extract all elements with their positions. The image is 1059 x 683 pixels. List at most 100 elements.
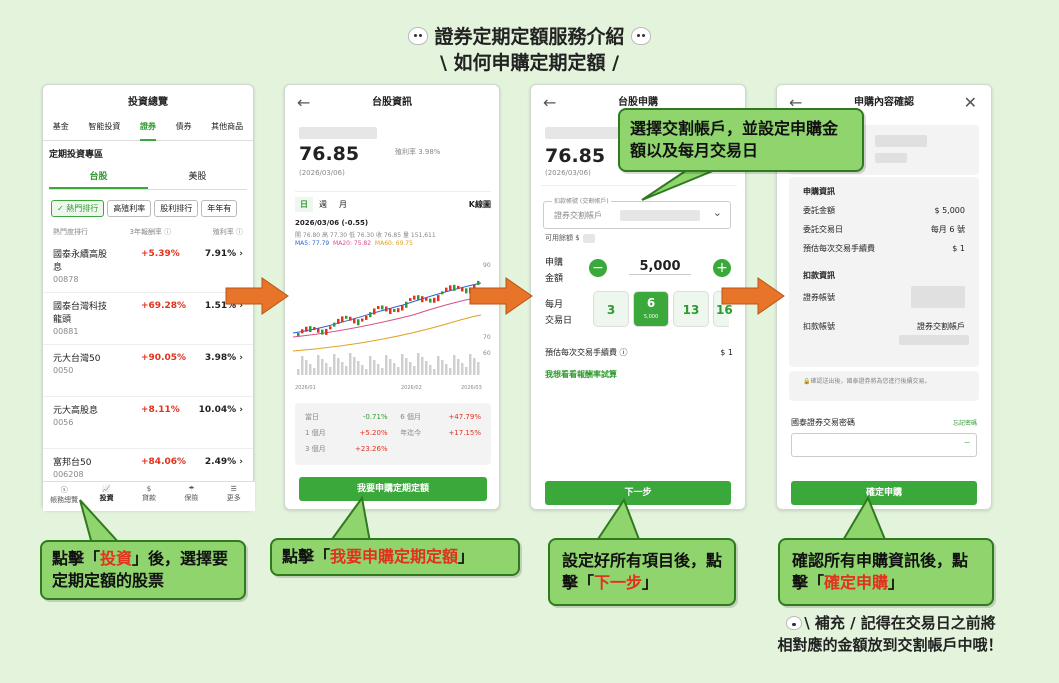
- close-icon[interactable]: ✕: [963, 93, 977, 112]
- volume-bar: [361, 365, 364, 375]
- subscribe-button[interactable]: 我要申購定期定額: [299, 477, 487, 501]
- detail-value: $ 1: [952, 244, 965, 253]
- perf-label: 3 個月: [305, 445, 326, 453]
- day-label-1: 每月: [545, 300, 564, 310]
- market-tabs: 台股 美股: [49, 164, 247, 190]
- period-day[interactable]: 日: [295, 197, 313, 212]
- screen-header: 投資總覽: [128, 97, 168, 108]
- volume-bar: [389, 359, 392, 375]
- volume-bar: [433, 369, 436, 375]
- stock-code: 0056: [53, 418, 74, 427]
- volume-bar: [345, 366, 348, 375]
- candle: [305, 326, 308, 332]
- tab-securities[interactable]: 證券: [139, 121, 156, 141]
- volume-bar: [477, 362, 480, 375]
- nav-more[interactable]: ☰更多: [216, 485, 252, 511]
- plus-button[interactable]: +: [713, 259, 731, 277]
- filter-dividend[interactable]: 股利排行: [154, 200, 199, 217]
- eye-closed-icon[interactable]: ⌣: [964, 438, 970, 448]
- nav-loan[interactable]: $貸款: [131, 485, 167, 511]
- candle: [453, 284, 456, 291]
- nav-invest[interactable]: 📈投資: [89, 485, 125, 511]
- password-input[interactable]: ⌣: [791, 433, 977, 457]
- kline-toggle[interactable]: K線圖: [468, 200, 491, 209]
- filter-yearly[interactable]: 年年有: [201, 200, 238, 217]
- deduct-account-placeholder: [899, 335, 969, 345]
- ma5: MA5: 77.79: [295, 240, 330, 247]
- nav-label: 帳務總覽: [50, 496, 79, 504]
- tab-smart[interactable]: 智能投資: [88, 122, 121, 131]
- volume-bar: [317, 355, 320, 375]
- volume-bar: [465, 367, 468, 375]
- back-arrow-icon[interactable]: ←: [297, 93, 311, 112]
- day-label-2: 交易日: [545, 316, 573, 326]
- filter-yield[interactable]: 高殖利率: [107, 200, 152, 217]
- forgot-password-link[interactable]: 忘記密碼: [952, 420, 977, 427]
- y-tick: 70: [483, 334, 491, 341]
- candle: [373, 308, 376, 315]
- callout-highlight: 下一步: [594, 573, 643, 592]
- arrow-right-icon: [721, 277, 785, 315]
- confirm-button[interactable]: 確定申購: [791, 481, 977, 505]
- volume-bar: [321, 359, 324, 375]
- day-option[interactable]: 16: [713, 291, 733, 327]
- amount-input[interactable]: 5,000: [629, 259, 691, 275]
- callout-highlight: 確定申購: [824, 573, 889, 592]
- candle: [473, 284, 476, 288]
- period-month[interactable]: 月: [339, 200, 347, 209]
- stock-name-placeholder: [545, 127, 627, 139]
- volume-bar: [457, 359, 460, 375]
- stock-code-placeholder: [875, 153, 907, 163]
- back-arrow-icon[interactable]: ←: [789, 93, 803, 112]
- section-title: 定期投資專區: [49, 150, 104, 160]
- perf-value: -0.71%: [362, 413, 388, 421]
- day-option[interactable]: 3: [593, 291, 629, 327]
- volume-bar: [473, 358, 476, 375]
- filter-hot[interactable]: ✓ 熱門排行: [51, 200, 105, 217]
- candle: [329, 326, 332, 330]
- next-button[interactable]: 下一步: [545, 481, 731, 505]
- tab-fund[interactable]: 基金: [52, 122, 69, 131]
- detail-row: 委託金額$ 5,000: [803, 204, 965, 217]
- chevron-down-icon: ⌄: [712, 206, 722, 219]
- account-select[interactable]: 扣款帳號 (交割帳戶) 證券交割帳戶 ⌄: [543, 196, 731, 229]
- screen-tw-subscribe: ←台股申購 76.85 (2026/03/06) 扣款帳號 (交割帳戶) 證券交…: [530, 84, 746, 510]
- volume-bar: [445, 364, 448, 375]
- candle: [437, 295, 440, 302]
- back-arrow-icon[interactable]: ←: [543, 93, 557, 112]
- minus-button[interactable]: −: [589, 259, 607, 277]
- money-bag-icon: $: [146, 485, 152, 493]
- ma20: MA20: 75.82: [333, 240, 372, 247]
- footer-line1: \ 補充 / 記得在交易日之前將: [804, 614, 996, 632]
- stock-return: +69.28%: [141, 301, 187, 311]
- volume-bar: [425, 361, 428, 375]
- volume-bar: [349, 353, 352, 375]
- tab-other[interactable]: 其他商品: [211, 122, 244, 131]
- perf-label: 當日: [305, 413, 319, 421]
- detail-row: 扣款帳號證券交割帳戶: [803, 320, 965, 333]
- tab-bond[interactable]: 債券: [175, 122, 192, 131]
- stock-yield: 7.91% ›: [204, 249, 243, 259]
- perf-label: 年迄今: [400, 429, 422, 437]
- title-text: 證券定期定額服務介紹: [434, 26, 625, 48]
- section-deduction: 扣款資訊: [803, 271, 835, 280]
- callout-text: 點擊「: [52, 549, 101, 568]
- stock-return: +5.39%: [141, 249, 180, 259]
- candle: [421, 296, 424, 303]
- nav-insurance[interactable]: ☂保險: [173, 485, 209, 511]
- tab-us[interactable]: 美股: [188, 172, 207, 182]
- return-calculator-link[interactable]: 我想看看報酬率試算: [545, 370, 617, 379]
- filter-pills: ✓ 熱門排行高殖利率股利排行年年有: [43, 194, 253, 223]
- day-option[interactable]: 13: [673, 291, 709, 327]
- volume-bar: [453, 355, 456, 375]
- period-week[interactable]: 週: [319, 200, 327, 209]
- tab-tw[interactable]: 台股: [49, 164, 148, 189]
